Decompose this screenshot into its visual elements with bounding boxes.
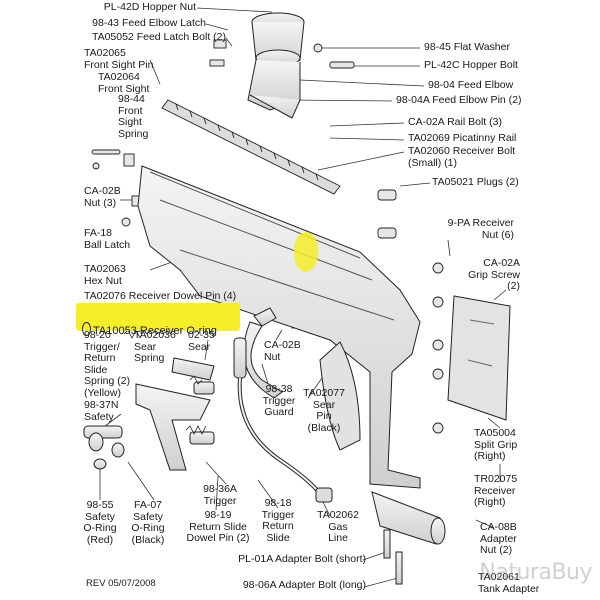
label-feed-latch-bolt: TA05052 Feed Latch Bolt (2) — [91, 31, 226, 43]
label-hex-nut: TA02063 Hex Nut — [84, 263, 126, 287]
label-ball-latch: FA-18 Ball Latch — [84, 227, 131, 251]
safety-parts — [83, 425, 125, 470]
label-trigger-return-slide: 98-18 Trigger Return Slide — [261, 497, 295, 544]
feed-elbow — [247, 12, 305, 119]
label-plugs: TA05021 Plugs (2) — [432, 176, 519, 188]
label-safety-oring-red: 98-55 Safety O-Ring (Red) — [83, 499, 117, 546]
label-front-sight: TA02064 Front Sight — [98, 71, 150, 95]
label-safety: 98-37N Safety — [84, 399, 119, 423]
label-feed-elbow: 98-04 Feed Elbow — [428, 79, 514, 91]
oring-icon — [82, 321, 91, 336]
picatinny-rail — [161, 99, 341, 195]
label-split-grip: TA05004 Split Grip (Right) — [474, 427, 518, 462]
leader-lines — [95, 7, 507, 588]
label-front-sight-pin: TA02065 Front Sight Pin — [84, 47, 154, 71]
label-feed-elbow-latch: 98-43 Feed Elbow Latch — [92, 17, 206, 29]
label-receiver-right: TR02075 Receiver (Right) — [474, 473, 518, 508]
label-tank-adapter: TA02061 Tank Adapter — [478, 571, 540, 595]
label-receiver-oring-text: TA10053 Receiver O-ring — [93, 324, 217, 337]
label-receiver-bolt-small: TA02060 Receiver Bolt (Small) (1) — [408, 145, 516, 169]
highlight-oring-part — [294, 232, 318, 272]
label-flat-washer: 98-45 Flat Washer — [424, 41, 510, 53]
receiver-body — [137, 165, 421, 489]
label-safety-oring-black: FA-07 Safety O-Ring (Black) — [131, 499, 165, 546]
label-sear: 02-35 Sear — [188, 329, 215, 353]
label-receiver-nut: 9-PA Receiver Nut (6) — [447, 217, 514, 241]
label-grip-screw: CA-02A Grip Screw (2) — [468, 257, 520, 292]
label-nut-ca02b-lower: CA-02B Nut — [264, 339, 301, 363]
label-sear-spring: TA02036 Sear Spring — [134, 329, 176, 364]
label-adapter-bolt-short: PL-01A Adapter Bolt (short) — [238, 553, 366, 565]
label-gas-line: TA02062 Gas Line — [317, 509, 359, 544]
revision-date: REV 05/07/2008 — [86, 578, 156, 589]
label-nut-ca02b: CA-02B Nut (3) — [84, 185, 121, 209]
label-return-slide-dowel-pin: 98-19 Return Slide Dowel Pin (2) — [186, 509, 250, 544]
label-picatinny-rail: TA02069 Picatinny Rail — [408, 132, 517, 144]
label-receiver-oring: TA10053 Receiver O-ring — [82, 310, 217, 337]
label-front-sight-spring: 98-44 Front Sight Spring — [118, 93, 149, 140]
highlight-oring-label — [76, 303, 240, 331]
watermark: NaturaBuy — [479, 560, 592, 585]
label-adapter-nut: CA-08B Adapter Nut (2) — [480, 521, 517, 556]
label-sear-pin: TA02077 Sear Pin (Black) — [303, 387, 345, 434]
label-hopper-bolt: PL-42C Hopper Bolt — [424, 59, 518, 71]
label-hopper-nut: PL-42D Hopper Nut — [103, 1, 196, 13]
gas-line-fitting — [315, 487, 333, 503]
label-rail-bolt: CA-02A Rail Bolt (3) — [408, 116, 502, 128]
trigger-group — [135, 307, 283, 471]
label-trigger-guard: 98-38 Trigger Guard — [262, 383, 296, 418]
label-feed-elbow-pin: 98-04A Feed Elbow Pin (2) — [396, 94, 522, 106]
label-receiver-dowel-pin: TA02076 Receiver Dowel Pin (4) — [84, 290, 237, 302]
label-adapter-bolt-long: 98-06A Adapter Bolt (long) — [242, 579, 366, 591]
label-trigger: 98-36A Trigger — [203, 483, 237, 507]
split-grip — [447, 295, 511, 421]
tank-adapter — [371, 491, 446, 585]
label-trigger-return-spring: 98-20 Trigger/ Return Slide Spring (2) (… — [84, 329, 131, 399]
